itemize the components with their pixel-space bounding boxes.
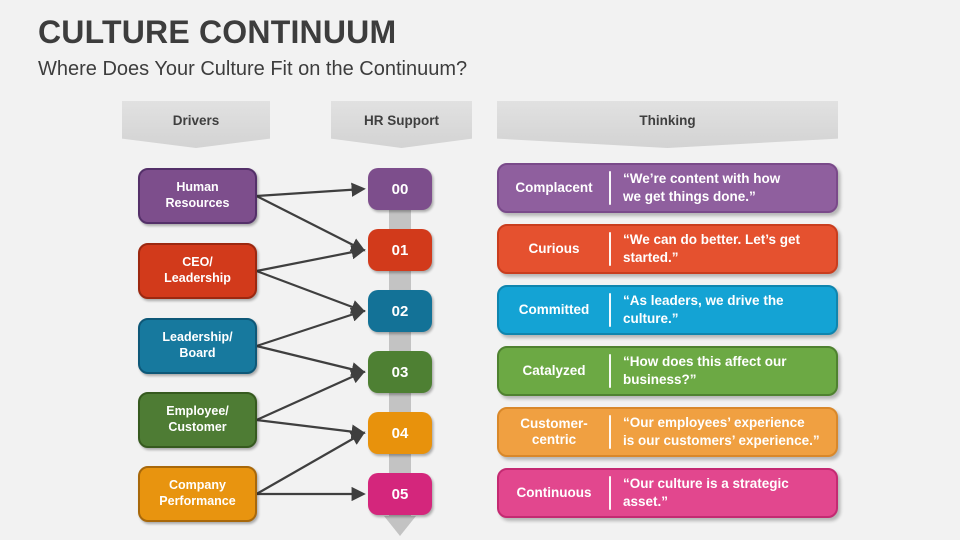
hr-level-box-05: 05: [368, 473, 432, 515]
hr-level-box-03: 03: [368, 351, 432, 393]
connector-arrow-d2-n2: [256, 307, 366, 348]
thinking-label: Curious: [528, 241, 580, 257]
page-subtitle: Where Does Your Culture Fit on the Conti…: [38, 58, 468, 80]
column-header-thinking-label: Thinking: [639, 113, 696, 128]
thinking-label: Catalyzed: [522, 363, 586, 379]
driver-box-company-performance: Company Performance: [138, 466, 257, 522]
thinking-quote: “How does this affect our business?”: [623, 354, 787, 387]
thinking-quote: “Our employees’ experience is our custom…: [623, 415, 820, 448]
thinking-row-curious: Curious “We can do better. Let’s get star…: [497, 224, 838, 274]
hr-level-box-01: 01: [368, 229, 432, 271]
thinking-quote: “Our culture is a strategic asset.”: [623, 476, 789, 509]
connector-arrow-d4-n4: [255, 431, 366, 495]
connector-arrow-d1-n1: [256, 245, 366, 273]
label-quote-divider: [609, 293, 611, 327]
thinking-label: Committed: [518, 302, 590, 318]
timeline-arrowhead: [384, 516, 416, 536]
connector-arrow-d0-n1: [256, 195, 366, 252]
thinking-row-customer-centric: Customer- centric “Our employees’ experie…: [497, 407, 838, 457]
driver-box-ceo-leadership: CEO/ Leadership: [138, 243, 257, 299]
label-quote-divider: [609, 415, 611, 449]
driver-box-human-resources: Human Resources: [138, 168, 257, 224]
hr-level-box-04: 04: [368, 412, 432, 454]
column-header-drivers: Drivers: [122, 101, 270, 148]
label-quote-divider: [609, 171, 611, 205]
thinking-label: Continuous: [516, 485, 592, 501]
column-header-drivers-label: Drivers: [172, 113, 220, 128]
thinking-row-complacent: Complacent “We’re content with how we get…: [497, 163, 838, 213]
label-quote-divider: [609, 476, 611, 510]
thinking-label: Customer- centric: [520, 416, 588, 447]
column-header-thinking: Thinking: [497, 101, 838, 148]
column-header-hr-support: HR Support: [331, 101, 472, 148]
connector-arrow-d3-n3: [256, 370, 366, 422]
connector-arrow-d0-n0: [256, 182, 366, 198]
connector-arrow-d3-n4: [256, 418, 366, 439]
thinking-quote: “We’re content with how we get things do…: [623, 171, 781, 204]
thinking-row-continuous: Continuous “Our culture is a strategic as…: [497, 468, 838, 518]
connector-arrow-d1-n2: [256, 269, 366, 314]
hr-level-box-02: 02: [368, 290, 432, 332]
label-quote-divider: [609, 354, 611, 388]
thinking-quote: “We can do better. Let’s get started.”: [623, 232, 801, 265]
thinking-row-committed: Committed “As leaders, we drive the cultu…: [497, 285, 838, 335]
label-quote-divider: [609, 232, 611, 266]
thinking-label: Complacent: [515, 180, 593, 196]
page-title: CULTURE CONTINUUM: [38, 14, 397, 50]
connector-arrow-d2-n3: [256, 344, 366, 377]
column-header-hr-support-label: HR Support: [364, 113, 439, 128]
thinking-row-catalyzed: Catalyzed “How does this affect our busin…: [497, 346, 838, 396]
thinking-quote: “As leaders, we drive the culture.”: [623, 293, 784, 326]
driver-box-leadership-board: Leadership/ Board: [138, 318, 257, 374]
driver-box-employee-customer: Employee/ Customer: [138, 392, 257, 448]
hr-level-box-00: 00: [368, 168, 432, 210]
